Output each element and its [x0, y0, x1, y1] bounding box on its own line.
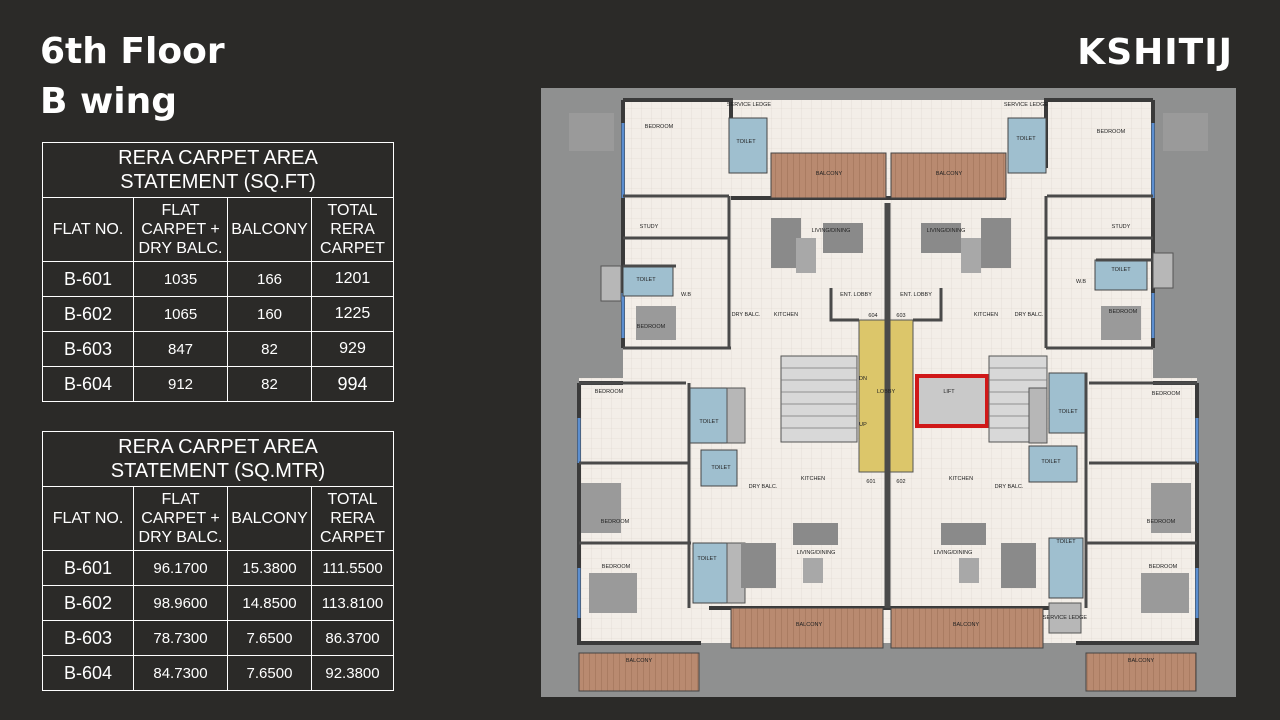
windows	[577, 123, 1199, 618]
room-label: LOBBY	[877, 389, 896, 395]
room-label: DRY BALC.	[749, 484, 778, 490]
room-label: KITCHEN	[801, 476, 825, 482]
room-label: BEDROOM	[595, 389, 624, 395]
col-header-flat: FLAT NO.	[42, 486, 134, 551]
room-label: TOILET	[1111, 267, 1131, 273]
room-label: UP	[859, 422, 867, 428]
room-label: BALCONY	[936, 171, 963, 177]
balcony-604	[890, 607, 1044, 649]
floor-plan: BEDROOM BEDROOM TOILET TOILET SERVICE LE…	[541, 88, 1236, 697]
service-ledges	[600, 252, 1174, 634]
room-label: KITCHEN	[974, 312, 998, 318]
room-label: LIVING/DINING	[934, 550, 973, 556]
toilets	[622, 117, 1148, 604]
table-row: B-603 78.7300 7.6500 86.3700	[42, 620, 394, 656]
room-label: BALCONY	[796, 622, 823, 628]
room-label: TOILET	[636, 277, 656, 283]
table-row: B-601 96.1700 15.3800 111.5500	[42, 550, 394, 586]
col-header-balcony: BALCONY	[227, 197, 312, 262]
room-label: LIVING/DINING	[797, 550, 836, 556]
col-header-flat: FLAT NO.	[42, 197, 134, 262]
room-label: TOILET	[711, 465, 731, 471]
table-row: B-604 84.7300 7.6500 92.3800	[42, 655, 394, 691]
room-label: TOILET	[1016, 136, 1036, 142]
room-label: TOILET	[699, 419, 719, 425]
room-label: KITCHEN	[774, 312, 798, 318]
room-label: DN	[859, 376, 867, 382]
room-label: BEDROOM	[1152, 391, 1181, 397]
brand-title: KSHITIJ	[1077, 32, 1233, 73]
flat-label: 603	[896, 313, 905, 319]
room-label: STUDY	[1112, 224, 1131, 230]
staircase-left	[780, 355, 858, 443]
stair-treads	[781, 367, 1047, 429]
room-label: KITCHEN	[949, 476, 973, 482]
col-header-balcony: BALCONY	[227, 486, 312, 551]
furniture	[569, 113, 1208, 613]
balcony-604-bed	[1085, 652, 1197, 692]
room-label: BEDROOM	[1147, 519, 1176, 525]
room-label: DRY BALC.	[1015, 312, 1044, 318]
table-row: B-604 912 82 994	[42, 366, 395, 402]
balcony-602	[770, 152, 887, 199]
table-row: B-602 1065 160 1225	[42, 296, 395, 332]
room-label: BALCONY	[626, 658, 653, 664]
room-label: BEDROOM	[602, 564, 631, 570]
room-label: BALCONY	[816, 171, 843, 177]
room-label: BALCONY	[1128, 658, 1155, 664]
flat-label: 601	[866, 479, 875, 485]
room-label: TOILET	[1058, 409, 1078, 415]
room-label: TOILET	[1041, 459, 1061, 465]
flat-label: 602	[896, 479, 905, 485]
room-label: STUDY	[640, 224, 659, 230]
room-label: BEDROOM	[645, 124, 674, 130]
flat-label: 604	[868, 313, 877, 319]
room-label: TOILET	[697, 556, 717, 562]
balcony-601-bed	[578, 652, 700, 692]
wing-title: B wing	[40, 81, 177, 122]
table-row: B-602 98.9600 14.8500 113.8100	[42, 585, 394, 621]
room-label: BEDROOM	[1097, 129, 1126, 135]
room-label: SERVICE LEDGE	[1004, 102, 1049, 108]
room-label: ENT. LOBBY	[900, 292, 932, 298]
room-label: BALCONY	[953, 622, 980, 628]
room-label: W.B	[681, 292, 691, 298]
balcony-601	[730, 607, 884, 649]
room-label: BEDROOM	[637, 324, 666, 330]
table-row: B-601 1035 166 1201	[42, 261, 395, 297]
room-label: LIVING/DINING	[812, 228, 851, 234]
room-label: SERVICE LEDGE	[1043, 615, 1088, 621]
room-label: LIVING/DINING	[927, 228, 966, 234]
room-label: BEDROOM	[601, 519, 630, 525]
room-label: BEDROOM	[1149, 564, 1178, 570]
room-label: LIFT	[943, 389, 955, 395]
floor-title: 6th Floor	[40, 31, 225, 72]
balcony-603	[890, 152, 1007, 199]
room-label: DRY BALC.	[995, 484, 1024, 490]
table-row: B-603 847 82 929	[42, 331, 395, 367]
room-label: SERVICE LEDGE	[727, 102, 772, 108]
floor-plan-drawing: BEDROOM BEDROOM TOILET TOILET SERVICE LE…	[569, 98, 1208, 692]
room-label: W.B	[1076, 279, 1086, 285]
room-labels: BEDROOM BEDROOM TOILET TOILET SERVICE LE…	[595, 102, 1181, 664]
interior-walls	[579, 194, 1197, 608]
room-label: TOILET	[736, 139, 756, 145]
room-label: ENT. LOBBY	[840, 292, 872, 298]
room-label: TOILET	[1056, 539, 1076, 545]
lift-shaft	[915, 374, 989, 428]
room-label: BEDROOM	[1109, 309, 1138, 315]
room-label: DRY BALC.	[732, 312, 761, 318]
